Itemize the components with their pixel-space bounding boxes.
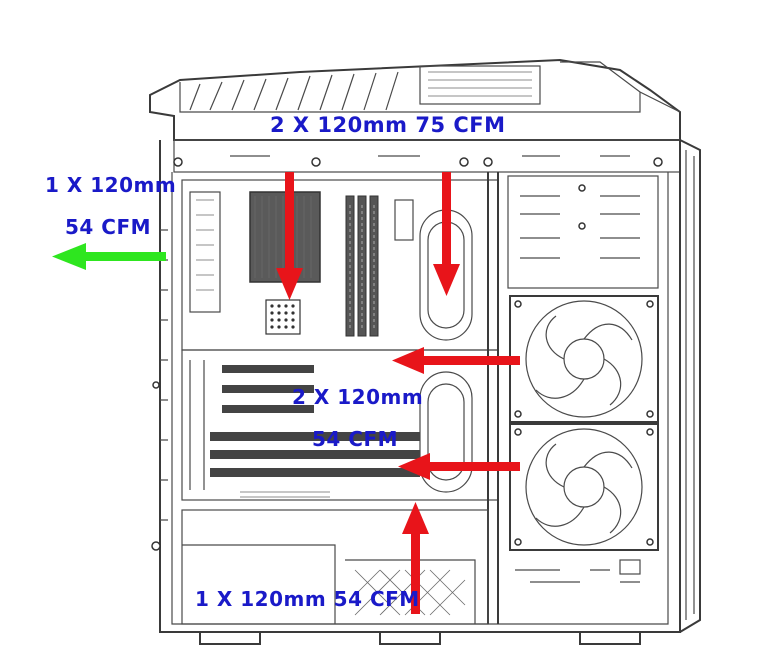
front-fan-arrow-upper bbox=[392, 347, 520, 374]
front-io-ports bbox=[515, 559, 641, 583]
case-body-frame bbox=[151, 139, 701, 645]
front-intake-label-line1: 2 X 120mm bbox=[292, 385, 423, 409]
expansion-slots bbox=[181, 349, 499, 501]
airflow-arrows bbox=[52, 172, 520, 614]
front-intake-label-line2: 54 CFM bbox=[312, 427, 398, 451]
top-exhaust-label: 2 X 120mm 75 CFM bbox=[270, 113, 506, 137]
rear-exhaust-label-line2: 54 CFM bbox=[65, 215, 151, 239]
psu-shroud bbox=[181, 509, 489, 625]
top-fan-arrow-left bbox=[276, 172, 303, 300]
front-fan-lower bbox=[509, 423, 659, 551]
rear-fan-arrow bbox=[52, 243, 166, 270]
rear-exhaust-label-line1: 1 X 120mm bbox=[45, 173, 176, 197]
ram-slots bbox=[345, 195, 379, 337]
drive-bays bbox=[507, 175, 659, 289]
case-top-panel bbox=[149, 58, 681, 173]
front-fan-upper bbox=[509, 295, 659, 423]
top-fan-arrow-right bbox=[433, 172, 460, 296]
bottom-fan-arrow bbox=[402, 502, 429, 614]
bottom-intake-label: 1 X 120mm 54 CFM bbox=[195, 587, 420, 611]
front-fan-arrow-lower bbox=[398, 453, 520, 480]
